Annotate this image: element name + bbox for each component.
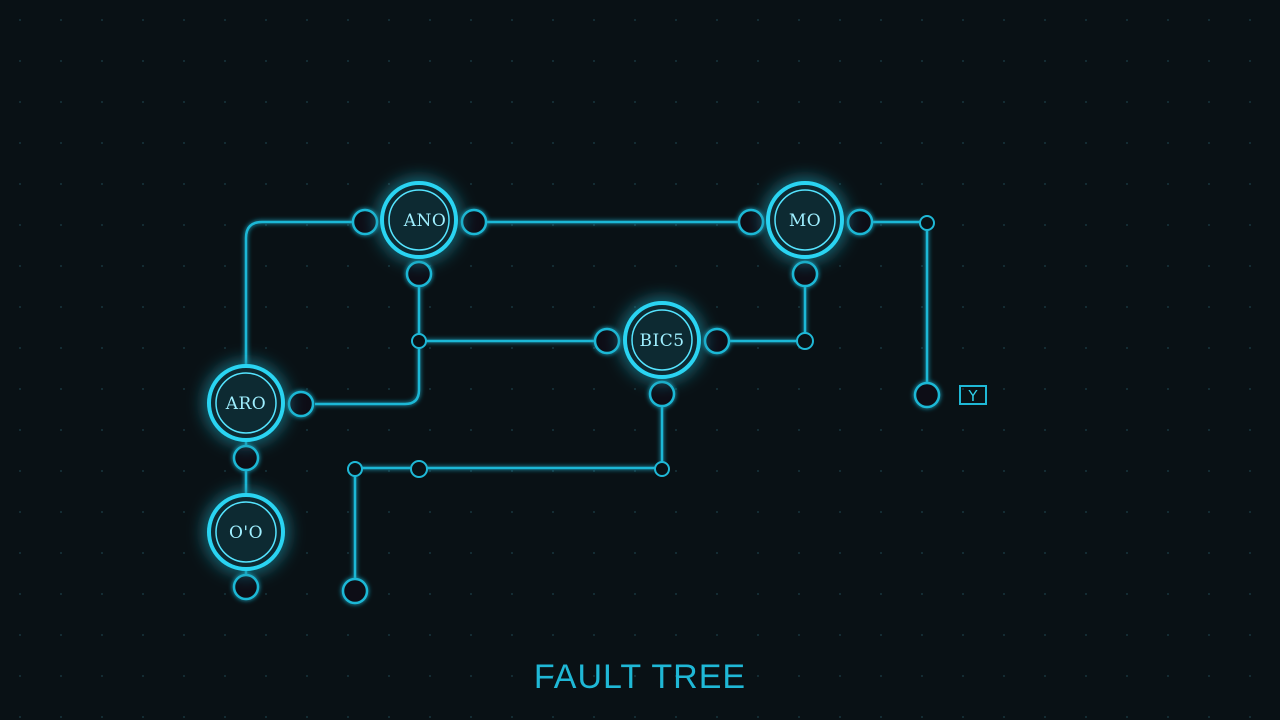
output-marker-box [959, 385, 987, 405]
gate-label: ARO [225, 394, 267, 414]
gate-label: MO [789, 211, 821, 231]
wire-left-to-top-left [244, 220, 352, 368]
terminal-top-left-in[interactable] [351, 208, 379, 236]
junction-dot [919, 215, 935, 231]
gate-inner-ring [388, 189, 450, 251]
wire-top-left-down [315, 287, 421, 406]
terminal-middle-out[interactable] [703, 327, 731, 355]
gate-inner-ring [774, 189, 836, 251]
wire-middle-down [353, 406, 664, 579]
gate-ring [207, 364, 285, 442]
terminal-top-left-bottom[interactable] [405, 260, 433, 288]
gate-top-left[interactable]: ANO [380, 181, 458, 259]
terminal-left-bottom[interactable] [232, 444, 260, 472]
gate-ring [766, 181, 844, 259]
gate-ring [623, 301, 701, 379]
gate-bottom-left[interactable]: O'O [207, 493, 285, 571]
junction-dots [347, 215, 935, 478]
junction-dot [796, 332, 814, 350]
junction-dot [654, 461, 670, 477]
terminal-bottom-left-bottom[interactable] [232, 573, 260, 601]
gate-inner-ring [215, 501, 277, 563]
gate-top-right[interactable]: MO [766, 181, 844, 259]
terminal-bottom-end[interactable] [341, 577, 369, 605]
terminal-top-left-out[interactable] [460, 208, 488, 236]
output-marker[interactable]: Y [959, 385, 987, 405]
gate-label: O'O [229, 523, 263, 543]
gate-ring [380, 181, 458, 259]
junction-dot [347, 461, 363, 477]
gate-label: BIC5 [639, 331, 684, 351]
terminal-top-right-in[interactable] [737, 208, 765, 236]
gate-inner-ring [215, 372, 277, 434]
gate-label: ANO [403, 211, 447, 231]
output-marker-label: Y [967, 387, 978, 405]
gate-ring [207, 493, 285, 571]
gate-inner-ring [631, 309, 693, 371]
terminal-left-out[interactable] [287, 390, 315, 418]
gate-middle[interactable]: BIC5 [623, 301, 701, 379]
junction-dot [410, 460, 428, 478]
junction-dot [411, 333, 427, 349]
terminal-output[interactable] [913, 381, 941, 409]
gate-left[interactable]: ARO [207, 364, 285, 442]
terminal-middle-in[interactable] [593, 327, 621, 355]
diagram-title: FAULT TREE [534, 658, 746, 696]
terminal-middle-bottom[interactable] [648, 380, 676, 408]
terminal-top-right-bottom[interactable] [791, 260, 819, 288]
terminals [232, 208, 941, 605]
terminal-top-right-out[interactable] [846, 208, 874, 236]
